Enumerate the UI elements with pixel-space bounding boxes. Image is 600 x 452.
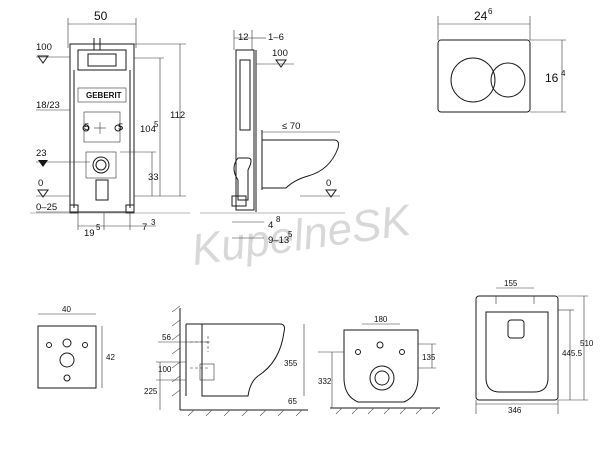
side-top-b-label: 1–6: [268, 32, 284, 43]
plate-height-sup: 4: [561, 69, 566, 78]
side-level-100-label: 100: [272, 48, 288, 59]
small-plate-height-label: 42: [106, 353, 115, 362]
bowl-top-height-a-label: 445.5: [562, 349, 583, 358]
flush-plate-view: 24 6 16 4: [437, 7, 566, 113]
level-0-label: 0: [38, 178, 43, 189]
frame-width-label: 50: [94, 9, 108, 23]
bottom-left-sup: 5: [96, 223, 101, 232]
bowl-side-a-label: 56: [162, 333, 171, 342]
side-bottom-b-label: 9–13: [268, 235, 289, 246]
bottom-right-label: 7: [142, 222, 147, 233]
frame-front-view: 50 GEBERIT 100 18/23 5 5: [30, 9, 190, 239]
height-top-sup: 5: [154, 120, 159, 129]
offset-left-label: 5: [84, 122, 89, 133]
bottom-left-label: 19: [84, 228, 95, 239]
plate-width-label: 24: [474, 9, 488, 23]
side-level-0-label: 0: [326, 178, 331, 189]
bowl-front-width-label: 180: [374, 315, 388, 324]
side-bottom-b-sup: 5: [288, 230, 293, 239]
bowl-side-c-label: 225: [144, 387, 158, 396]
bowl-front-a-label: 135: [422, 353, 436, 362]
small-plate-view: 40 42: [37, 305, 115, 389]
plate-height-label: 16: [545, 71, 559, 85]
side-bottom-a-label: 4: [268, 220, 273, 231]
bowl-top-height-b-label: 510: [580, 339, 594, 348]
level-23-label: 23: [36, 148, 47, 159]
height-top-label: 104: [140, 124, 156, 135]
bowl-front-b-label: 332: [318, 377, 332, 386]
reach-label: ≤ 70: [282, 121, 300, 132]
bowl-side-d-label: 355: [284, 359, 298, 368]
watermark-text: KupelneSK: [188, 196, 414, 275]
bowl-side-b-label: 100: [158, 365, 172, 374]
level-100-label: 100: [36, 42, 52, 53]
bowl-front-view: 180 135 332: [318, 315, 440, 415]
side-bottom-a-sup: 8: [276, 215, 281, 224]
bowl-side-e-label: 65: [288, 397, 297, 406]
offset-right-label: 5: [118, 122, 123, 133]
plate-width-sup: 6: [488, 7, 493, 16]
height-33-label: 33: [148, 172, 159, 183]
frame-side-view: 12 1–6 100 ≤ 70 0 4 8 9–13 5: [200, 30, 345, 246]
bowl-top-view: 155 445.5 510 346: [475, 279, 594, 415]
bowl-top-width-top-label: 155: [504, 279, 518, 288]
bowl-top-width-bottom-label: 346: [508, 406, 522, 415]
small-plate-width-label: 40: [62, 305, 71, 314]
height-total-label: 112: [170, 110, 185, 121]
range-label: 0–25: [36, 202, 57, 213]
brand-label: GEBERIT: [86, 91, 122, 100]
spacing-label: 18/23: [36, 100, 60, 111]
bowl-side-view: 56 100 225 355 65: [144, 305, 308, 417]
bottom-right-sup: 3: [151, 218, 156, 227]
side-top-a-label: 12: [238, 32, 249, 43]
